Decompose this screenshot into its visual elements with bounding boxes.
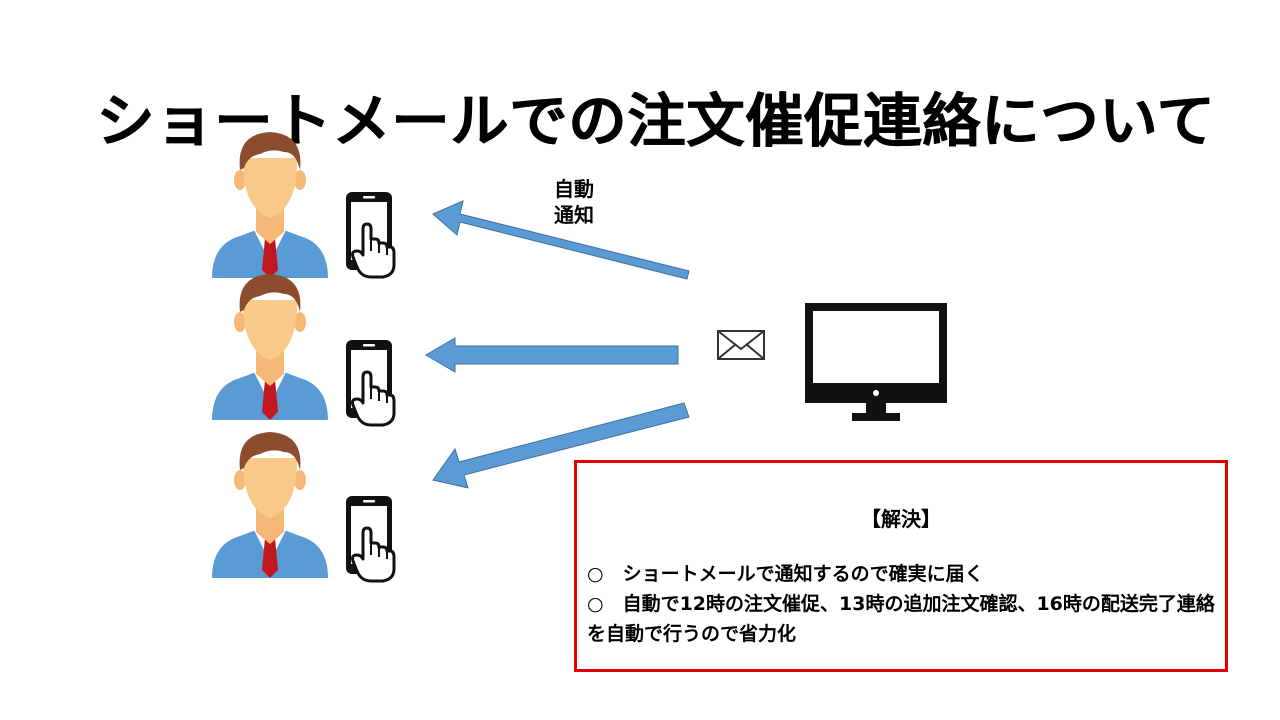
auto-notify-label-line1: 自動 (554, 177, 594, 201)
solution-box: 【解決】 ○ ショートメールで通知するので確実に届く ○ 自動で12時の注文催促… (574, 460, 1228, 672)
customer-person-icon-3 (212, 432, 328, 578)
smartphone-icon-3 (344, 494, 396, 583)
solution-item-2: ○ 自動で12時の注文催促、13時の追加注文確認、16時の配送完了連絡を自動で行… (587, 593, 1215, 645)
arrow-middle (425, 337, 679, 373)
solution-item-1: ○ ショートメールで通知するので確実に届く (587, 563, 984, 585)
smartphone-icon-2 (344, 338, 396, 427)
arrow-bottom (432, 402, 690, 489)
smartphone-icon-1 (344, 190, 396, 279)
solution-heading: 【解決】 (861, 507, 941, 531)
auto-notify-label: 自動 通知 (554, 176, 594, 228)
customer-person-icon-1 (212, 132, 328, 278)
envelope-icon (717, 330, 765, 360)
customer-person-icon-2 (212, 274, 328, 420)
monitor-icon (805, 303, 947, 421)
arrow-top (432, 200, 690, 280)
auto-notify-label-line2: 通知 (554, 203, 594, 227)
